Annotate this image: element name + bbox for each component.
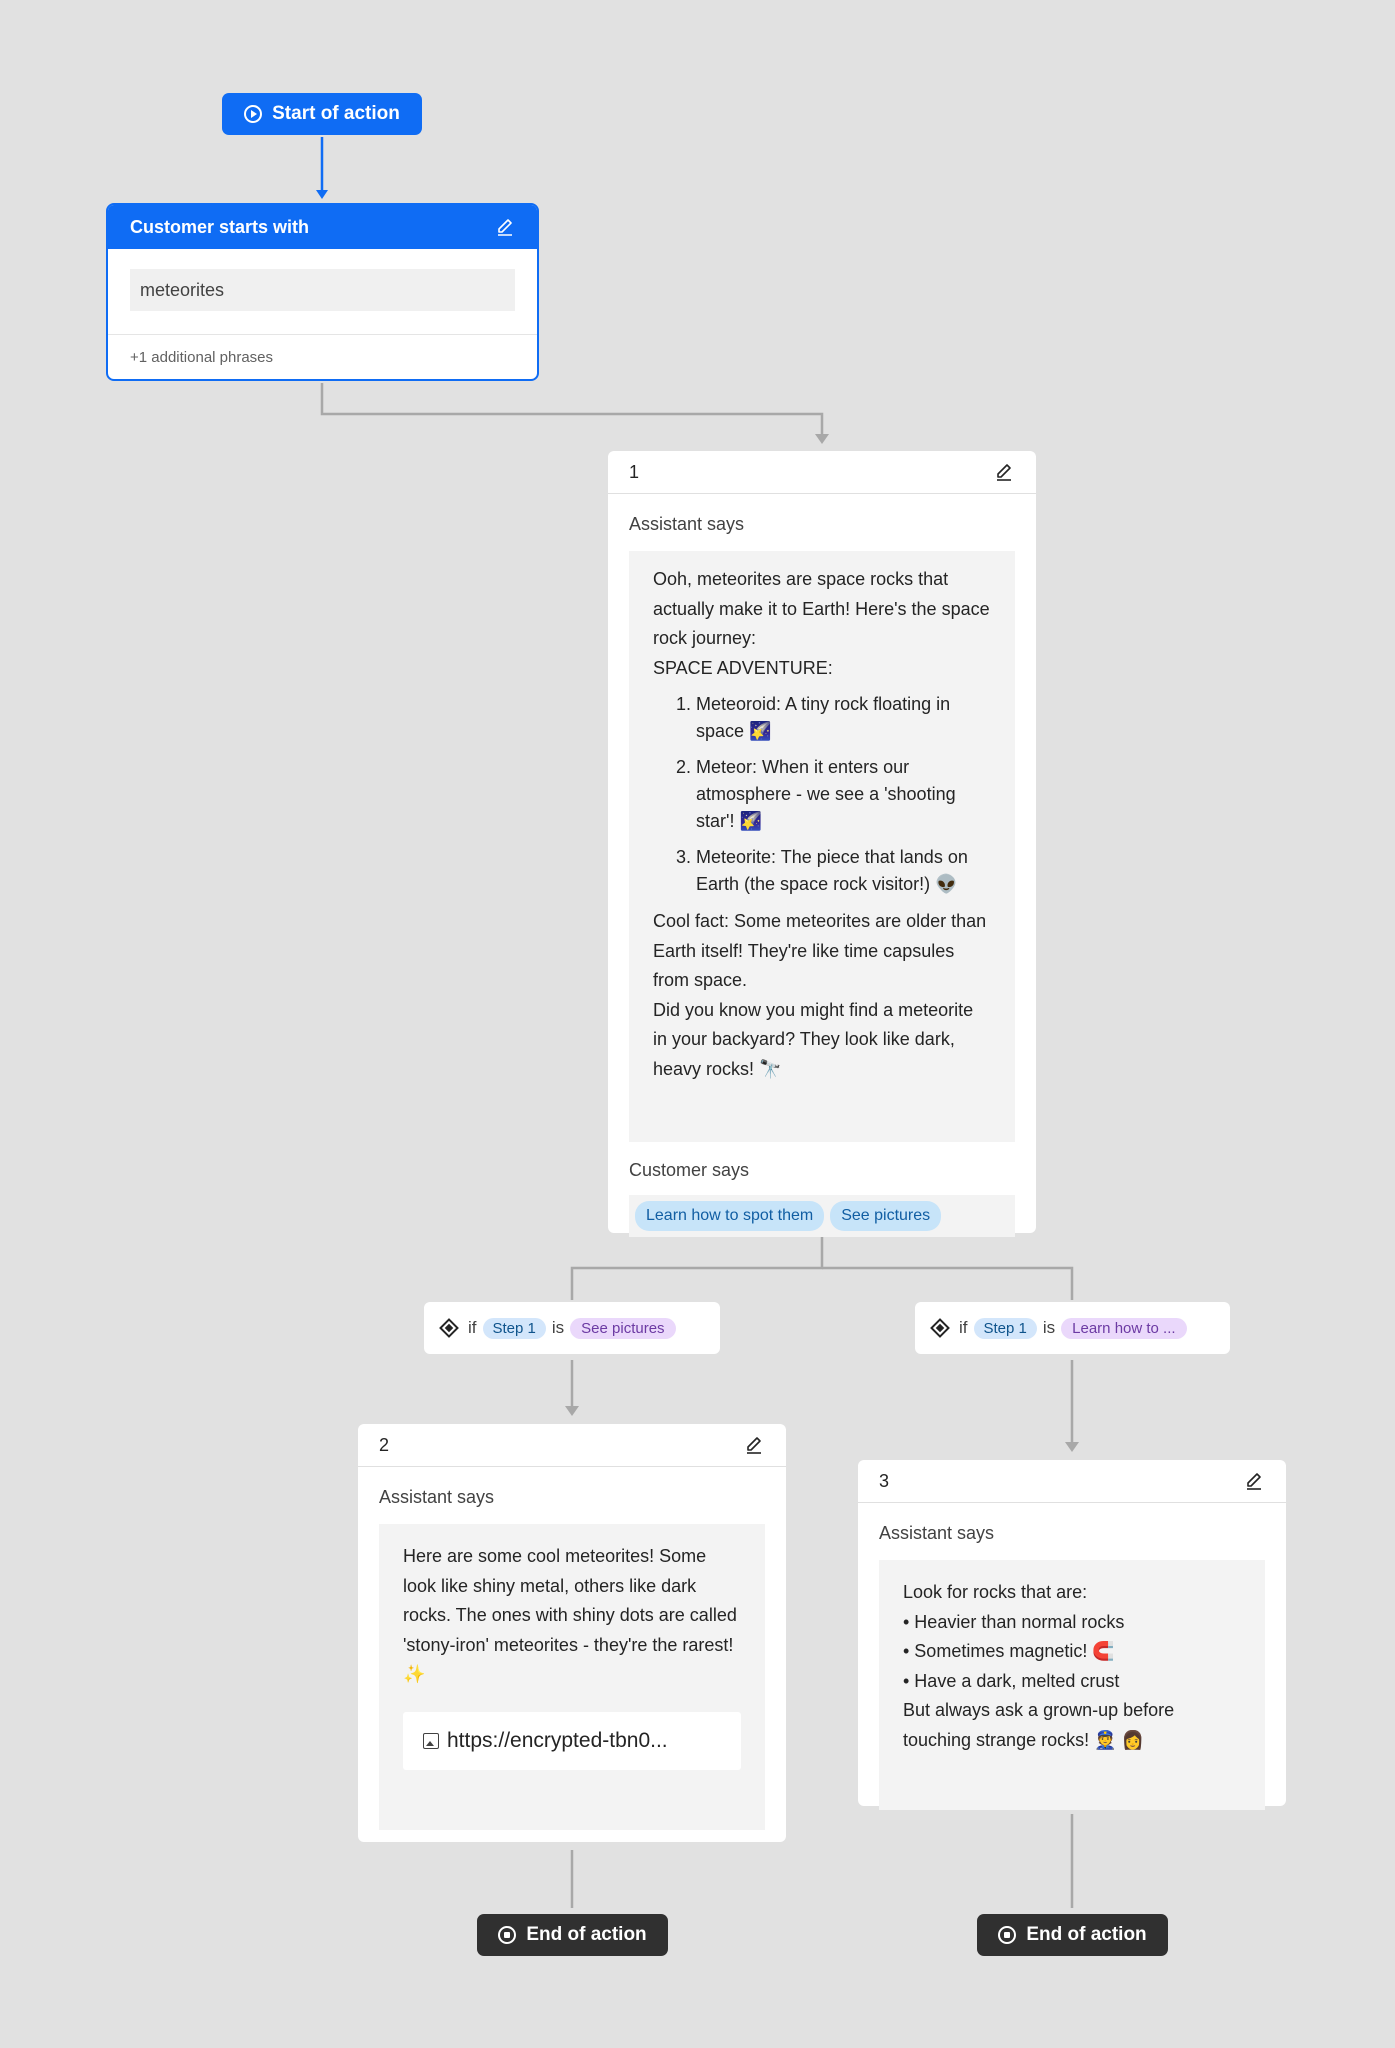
customer-says-label: Customer says bbox=[629, 1160, 750, 1180]
list-item: Meteoroid: A tiny rock floating in space… bbox=[696, 691, 991, 745]
quick-reply-chips: Learn how to spot them See pictures bbox=[629, 1195, 1015, 1237]
chip-see-pictures[interactable]: See pictures bbox=[830, 1201, 942, 1231]
assistant-message: Look for rocks that are: • Heavier than … bbox=[879, 1560, 1265, 1810]
message-paragraph: Cool fact: Some meteorites are older tha… bbox=[653, 911, 987, 990]
image-url: https://encrypted-tbn0... bbox=[447, 1728, 668, 1752]
condition-icon bbox=[439, 1318, 459, 1338]
assistant-says-label: Assistant says bbox=[629, 514, 745, 534]
additional-phrases-link[interactable]: +1 additional phrases bbox=[108, 334, 537, 379]
trigger-title: Customer starts with bbox=[130, 216, 310, 237]
start-label: Start of action bbox=[272, 103, 400, 124]
message-line: Look for rocks that are: bbox=[903, 1582, 1088, 1602]
message-paragraph: SPACE ADVENTURE: bbox=[653, 657, 833, 678]
is-keyword: is bbox=[1042, 1318, 1056, 1337]
edit-icon[interactable] bbox=[994, 462, 1014, 482]
condition-node-right[interactable]: if Step 1 is Learn how to ... bbox=[915, 1302, 1230, 1354]
step-reference-tag: Step 1 bbox=[482, 1317, 546, 1339]
condition-icon bbox=[930, 1318, 950, 1338]
step-number: 2 bbox=[379, 1434, 390, 1455]
image-url-attachment[interactable]: https://encrypted-tbn0... bbox=[403, 1711, 741, 1770]
list-item: Meteorite: The piece that lands on Earth… bbox=[696, 844, 991, 898]
end-of-action-node-right[interactable]: End of action bbox=[977, 1914, 1168, 1956]
edit-icon[interactable] bbox=[495, 217, 515, 237]
message-line: But always ask a grown-up before touchin… bbox=[903, 1700, 1175, 1750]
step-number: 1 bbox=[629, 461, 640, 482]
step-3-card[interactable]: 3 Assistant says Look for rocks that are… bbox=[858, 1460, 1286, 1810]
trigger-card[interactable]: Customer starts with meteorites +1 addit… bbox=[106, 203, 539, 381]
condition-value-tag: See pictures bbox=[570, 1317, 676, 1339]
message-line: • Sometimes magnetic! 🧲 bbox=[903, 1641, 1115, 1661]
message-paragraph: Did you know you might find a meteorite … bbox=[653, 999, 974, 1079]
trigger-header: Customer starts with bbox=[108, 205, 537, 249]
if-keyword: if bbox=[959, 1318, 968, 1337]
end-label: End of action bbox=[1026, 1924, 1147, 1945]
condition-value-tag: Learn how to ... bbox=[1061, 1317, 1187, 1339]
step-1-header: 1 bbox=[608, 451, 1036, 494]
is-keyword: is bbox=[551, 1318, 565, 1337]
trigger-phrase: meteorites bbox=[130, 269, 515, 311]
list-item: Meteor: When it enters our atmosphere - … bbox=[696, 754, 991, 835]
stop-icon bbox=[498, 1926, 517, 1944]
step-2-header: 2 bbox=[358, 1424, 786, 1467]
assistant-message: Ooh, meteorites are space rocks that act… bbox=[629, 551, 1015, 1142]
step-3-header: 3 bbox=[858, 1460, 1286, 1503]
assistant-says-label: Assistant says bbox=[879, 1523, 995, 1543]
end-label: End of action bbox=[526, 1924, 647, 1945]
step-2-card[interactable]: 2 Assistant says Here are some cool mete… bbox=[358, 1424, 786, 1842]
stop-icon bbox=[998, 1926, 1017, 1944]
assistant-message: Here are some cool meteorites! Some look… bbox=[379, 1524, 765, 1830]
condition-node-left[interactable]: if Step 1 is See pictures bbox=[424, 1302, 720, 1354]
edit-icon[interactable] bbox=[744, 1435, 764, 1455]
message-line: • Heavier than normal rocks bbox=[903, 1611, 1125, 1632]
message-paragraph: Here are some cool meteorites! Some look… bbox=[403, 1546, 737, 1684]
step-1-card[interactable]: 1 Assistant says Ooh, meteorites are spa… bbox=[608, 451, 1036, 1237]
edit-icon[interactable] bbox=[1244, 1471, 1264, 1491]
if-keyword: if bbox=[468, 1318, 477, 1337]
message-list: Meteoroid: A tiny rock floating in space… bbox=[653, 691, 991, 898]
play-icon bbox=[244, 105, 263, 123]
end-of-action-node-left[interactable]: End of action bbox=[477, 1914, 668, 1956]
message-paragraph: Ooh, meteorites are space rocks that act… bbox=[653, 569, 990, 648]
start-of-action-node[interactable]: Start of action bbox=[222, 93, 422, 135]
image-icon bbox=[423, 1732, 439, 1749]
step-reference-tag: Step 1 bbox=[973, 1317, 1037, 1339]
step-number: 3 bbox=[879, 1470, 890, 1491]
assistant-says-label: Assistant says bbox=[379, 1487, 495, 1507]
message-line: • Have a dark, melted crust bbox=[903, 1670, 1120, 1691]
chip-learn-how[interactable]: Learn how to spot them bbox=[635, 1201, 825, 1231]
